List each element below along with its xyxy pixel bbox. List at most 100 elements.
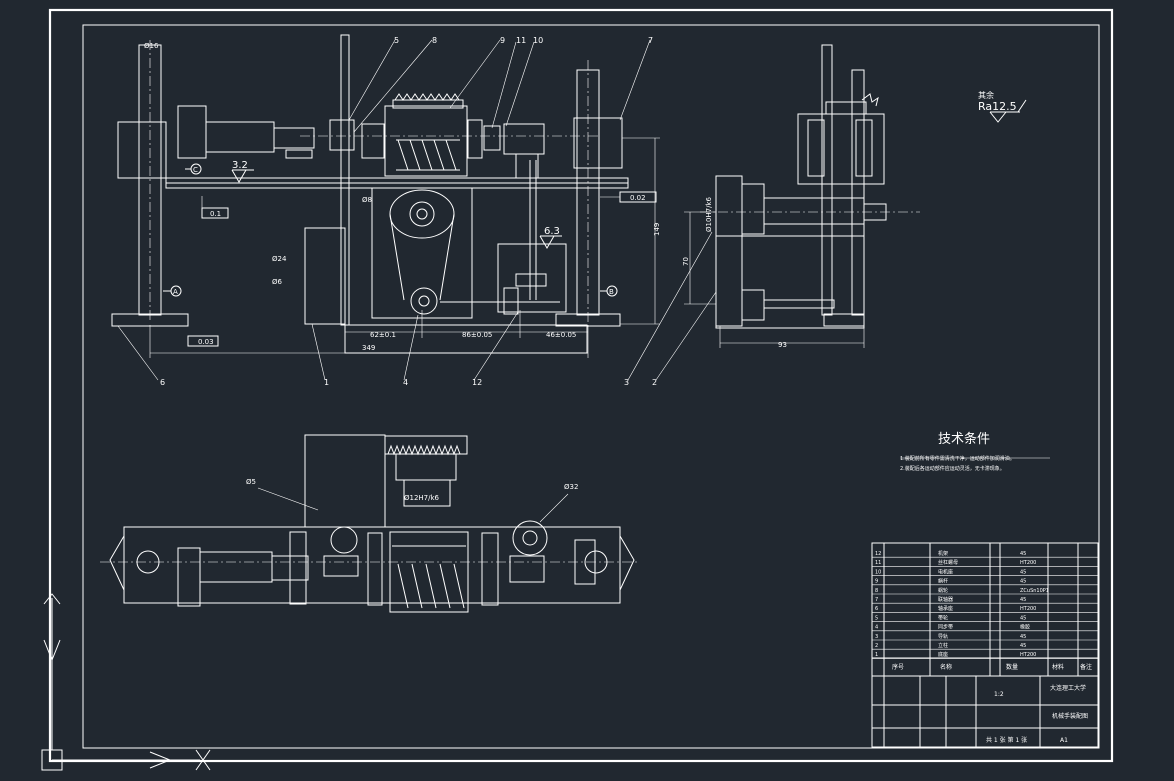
tech-title: 技术条件 [938,431,990,447]
header-material: 材料 [1052,663,1064,671]
dim-height: 149 [653,223,661,236]
bom-index: 12 [875,551,881,557]
part-label-1: 1 [324,378,329,387]
title-block [871,542,1099,748]
part-label-10: 10 [533,36,543,45]
tech-note-1: 1.装配前所有零件需清洗干净，运动部件加润滑油。 [900,455,1015,462]
bom-index: 5 [875,615,878,621]
bom-row-lines [872,556,1098,659]
bom-material: 45 [1020,551,1026,557]
bom-name: 导轨 [938,633,948,640]
dim-rod-dia: Ø16 [144,42,159,50]
bom-name: 底座 [938,651,948,658]
bom-material: 橡胶 [1020,624,1030,631]
bom-index: 6 [875,606,878,612]
ucs-icon[interactable] [41,593,211,771]
dim-top-hole: Ø5 [246,478,256,486]
dim-side-height: 70 [682,257,690,266]
dimension-texts: Ø16 Ø8 Ø24 Ø6 349 62±0.1 86±0.05 46±0.05… [144,42,787,502]
part-label-12: 12 [472,378,482,387]
header-index: 序号 [892,663,904,671]
datum-labels: A B C [173,166,614,296]
dim-side-width: 93 [778,341,787,349]
bom-name: 同步带 [938,625,953,631]
bom-index: 3 [875,634,878,640]
part-number-labels: 5 8 9 11 10 7 6 1 4 12 3 2 [160,36,657,387]
drawing-name: 机械手装配图 [1052,712,1088,720]
part-label-9: 9 [500,36,505,45]
bom-index: 11 [875,560,881,566]
drawing-border [48,8,1114,763]
tech-conditions: 技术条件 1.装配前所有零件需清洗干净，运动部件加润滑油。 2.装配后各运动部件… [900,431,1015,472]
bom-name: 联轴器 [938,596,953,603]
scale-value: 1:2 [994,691,1004,698]
header-qty: 数量 [1006,663,1018,671]
part-label-2: 2 [652,378,657,387]
bom-material: 45 [1020,579,1026,585]
bom-index: 1 [875,652,878,658]
dim-top-gear: Ø32 [564,483,578,491]
dim-top-fit: Ø12H7/k6 [404,494,440,502]
roughness-corner: Ra12.5 [978,100,1017,113]
front-view [111,34,660,381]
bom-material: 45 [1020,643,1026,649]
bom-name: 蜗杆 [938,578,948,585]
side-view [627,44,920,381]
roughness-corner-prefix: 其余 [978,90,994,100]
dim-span-mid: 86±0.05 [462,331,492,339]
bom-material: 45 [1020,615,1026,621]
part-label-3: 3 [624,378,629,387]
header-name: 名称 [940,663,952,671]
dim-span-left: 62±0.1 [370,331,396,339]
bom-material: 45 [1020,634,1026,640]
part-label-8: 8 [432,36,437,45]
bom-index: 7 [875,597,878,603]
bom-material: HT200 [1020,606,1036,612]
bom-material: HT200 [1020,560,1036,566]
dim-side-fit: Ø10H7/k6 [705,196,713,232]
part-label-5: 5 [394,36,399,45]
roughness-corner-symbol [989,99,1027,123]
bom-name: 立柱 [938,642,948,649]
bom-material: HT200 [1020,652,1036,658]
bom-name: 带轮 [938,614,948,621]
part-label-11: 11 [516,36,526,45]
tech-note-2: 2.装配后各运动部件应运动灵活，无卡滞现象。 [900,465,1005,472]
part-label-6: 6 [160,378,165,387]
datum-b: B [609,288,614,296]
dim-small-dia-b: Ø6 [272,278,283,286]
bom-index: 2 [875,643,878,649]
tol-cylindricity: 0.03 [198,338,214,346]
dim-small-dia-a: Ø24 [272,255,287,263]
bom-name: 电机座 [938,568,953,575]
bom-material: ZCuSn10P1 [1020,588,1049,594]
paper-format: A1 [1060,737,1068,744]
roughness-labels: 3.2 6.3 其余 Ra12.5 [232,90,1027,237]
tol-flatness: 0.1 [210,210,221,218]
part-label-7: 7 [648,36,653,45]
sheet-count: 共 1 张 第 1 张 [986,736,1027,744]
part-label-4: 4 [403,378,408,387]
dim-overall-width: 349 [362,344,375,352]
title-block-text: 序号 名称 数量 材料 备注 1:2 大连理工大学 机械手装配图 共 1 张 第… [892,663,1092,744]
roughness-mid: 6.3 [544,226,560,237]
datum-a: A [173,288,178,296]
dim-span-right: 46±0.05 [546,331,576,339]
tol-parallel: 0.02 [630,194,646,202]
bom-name: 蜗轮 [938,587,948,594]
dim-pulley-dia: Ø8 [362,196,372,204]
header-remark: 备注 [1080,663,1092,671]
datum-c: C [193,166,198,174]
bom-index: 8 [875,588,878,594]
bom-index: 10 [875,569,881,575]
roughness-left: 3.2 [232,160,248,171]
bom-index: 9 [875,579,878,585]
bom-name: 轴承座 [938,605,953,612]
school-name: 大连理工大学 [1050,684,1086,692]
bom-material: 45 [1020,597,1026,603]
bom-name: 丝杠螺母 [938,559,958,566]
bom-material: 45 [1020,569,1026,575]
bom-index: 4 [875,625,878,631]
